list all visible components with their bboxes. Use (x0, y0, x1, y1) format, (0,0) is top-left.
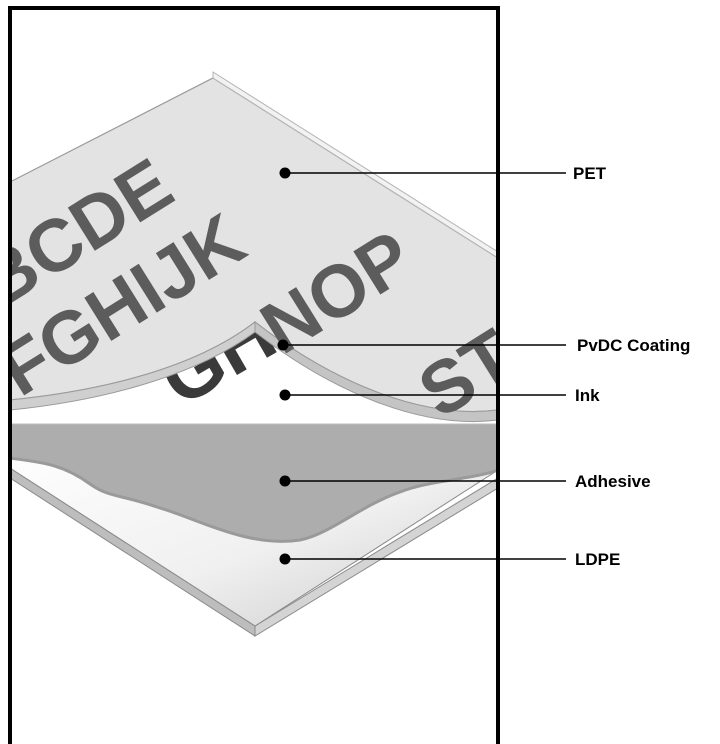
ink-label: Ink (575, 386, 600, 405)
adhesive-layer (10, 423, 498, 543)
callout-pvdc: PvDC Coating (277, 336, 690, 355)
pvdc-label: PvDC Coating (577, 336, 690, 355)
pet-label: PET (573, 164, 607, 183)
callout-adhesive: Adhesive (279, 472, 651, 491)
callout-ldpe: LDPE (279, 550, 620, 569)
callout-pet: PET (279, 164, 607, 183)
ldpe-label: LDPE (575, 550, 620, 569)
diagram-frame (8, 6, 500, 744)
callout-ink: Ink (279, 386, 600, 405)
callouts: PET PvDC Coating Ink Adhesive LDPE (277, 164, 690, 569)
pet-layer: BCDE FGHIJK NOP ST (10, 71, 498, 434)
adhesive-label: Adhesive (575, 472, 651, 491)
